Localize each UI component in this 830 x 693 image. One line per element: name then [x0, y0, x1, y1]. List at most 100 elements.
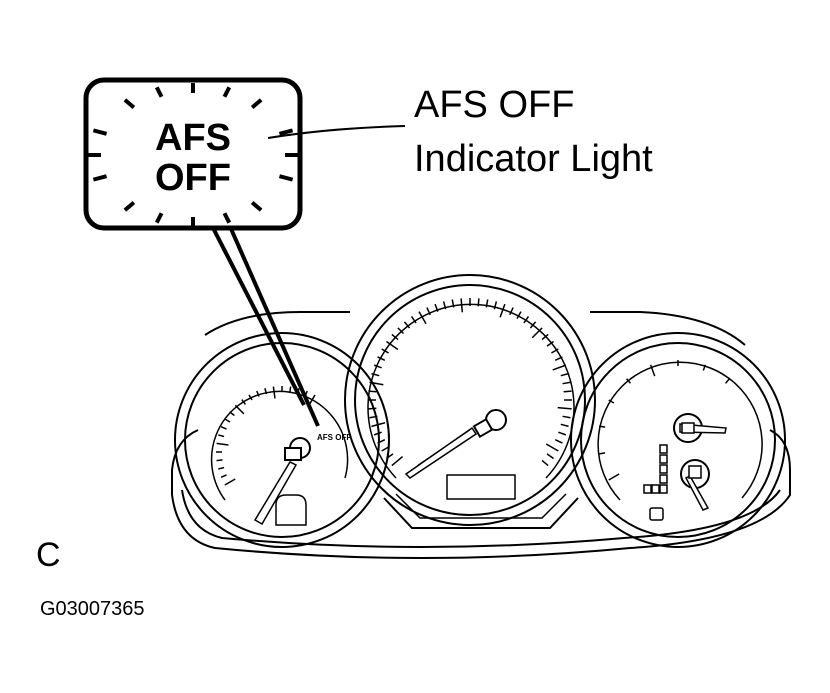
- gauge-tick: [426, 307, 431, 316]
- gauge-tick: [369, 381, 384, 386]
- gauge-tick: [373, 431, 382, 436]
- gauge-tick: [523, 316, 530, 324]
- gauge-tick: [381, 446, 389, 452]
- gauge-tick: [377, 439, 386, 444]
- glow-ray: [154, 86, 164, 98]
- odometer-display: [446, 474, 516, 500]
- center-gauge-ticks: [368, 298, 572, 467]
- gauge-tick: [558, 431, 567, 436]
- glow-ray: [250, 98, 263, 110]
- gauge-tick: [554, 356, 563, 361]
- indicator-word-afs: AFS: [155, 117, 231, 159]
- glow-ray: [278, 128, 294, 136]
- gauge-tick: [493, 301, 498, 310]
- glow-ray: [250, 200, 263, 212]
- gauge-tick: [702, 364, 707, 371]
- gauge-tick: [386, 340, 399, 351]
- gauge-tick: [477, 298, 480, 307]
- gauge-tick: [289, 386, 292, 393]
- gauge-tick: [234, 404, 245, 415]
- gauge-tick: [552, 364, 567, 371]
- fuel-bar-graph: [643, 444, 668, 494]
- gauge-tick: [451, 299, 455, 308]
- gauge-tick: [562, 381, 571, 385]
- gauge-tick: [649, 364, 656, 377]
- center-gauge-needle: [404, 426, 478, 479]
- gauge-tick: [460, 298, 464, 313]
- callout-label-line1: AFS OFF: [414, 84, 575, 126]
- glow-ray: [123, 200, 136, 212]
- cluster-afs-off-indicator: AFS OFF: [317, 433, 351, 442]
- gauge-tick: [546, 453, 554, 460]
- gauge-tick: [562, 415, 571, 419]
- gauge-tick: [381, 348, 389, 354]
- gauge-tick: [516, 311, 522, 319]
- gauge-tick: [599, 425, 606, 428]
- right-gauge: [570, 332, 786, 548]
- gauge-tick: [220, 426, 227, 430]
- gauge-tick: [377, 356, 386, 361]
- gauge-tick: [224, 418, 231, 423]
- gauge-tick: [216, 459, 223, 462]
- gauge-tick: [397, 327, 405, 335]
- gauge-tick: [373, 364, 382, 369]
- left-gauge-display: [275, 494, 307, 526]
- glow-ray: [123, 98, 136, 110]
- gauge-tick: [386, 453, 394, 460]
- gauge-tick: [560, 423, 569, 428]
- gauge-tick: [541, 459, 549, 467]
- gauge-tick: [218, 466, 225, 470]
- gauge-tick: [529, 321, 537, 329]
- gauge-tick: [371, 372, 380, 377]
- gauge-tick: [546, 340, 554, 347]
- center-gauge: [344, 274, 596, 529]
- gauge-tick: [442, 301, 447, 310]
- gauge-tick: [724, 378, 730, 384]
- gauge-tick: [608, 473, 620, 481]
- indicator-callout: AFS OFF: [83, 77, 406, 427]
- gauge-tick: [218, 434, 225, 438]
- gauge-tick: [256, 390, 260, 397]
- gauge-tick: [499, 303, 506, 318]
- gauge-tick: [626, 378, 632, 384]
- gauge-tick: [557, 406, 572, 410]
- gauge-tick: [551, 348, 559, 354]
- gauge-tick: [403, 321, 411, 329]
- gauge-tick: [608, 399, 615, 404]
- glow-ray: [278, 174, 294, 182]
- cluster-housing: [171, 311, 791, 559]
- gauge-tick: [545, 443, 559, 452]
- gauge-tick: [241, 399, 247, 405]
- glow-ray: [222, 86, 232, 98]
- gauge-tick: [391, 455, 404, 467]
- callout-label-line2: Indicator Light: [414, 138, 653, 180]
- gauge-tick: [229, 411, 235, 417]
- gauge-tick: [418, 311, 427, 325]
- gauge-tick: [563, 390, 572, 393]
- gauge-tick: [434, 303, 439, 312]
- gauge-tick: [264, 388, 268, 395]
- glow-ray: [222, 212, 232, 224]
- indicator-word-off: OFF: [155, 157, 231, 199]
- gauge-tick: [541, 333, 549, 341]
- indicator-magnified-box: [83, 77, 303, 231]
- gauge-tick: [248, 394, 253, 401]
- gauge-tick: [410, 316, 417, 324]
- gauge-tick: [391, 333, 399, 341]
- figure-code: G03007365: [40, 598, 145, 620]
- glow-ray: [92, 128, 108, 136]
- gauge-tick: [369, 415, 378, 419]
- gauge-tick: [368, 390, 377, 393]
- left-gauge-needle: [253, 461, 298, 526]
- glow-ray: [154, 212, 164, 224]
- left-gauge-ticks: [216, 386, 316, 486]
- gauge-tick: [220, 474, 227, 478]
- gauge-tick: [371, 422, 386, 428]
- left-gauge: AFS OFF: [174, 332, 390, 548]
- gauge-tick: [554, 439, 563, 444]
- gauge-tick: [531, 327, 543, 339]
- gauge-tick: [272, 386, 276, 399]
- gauge-tick: [224, 478, 236, 486]
